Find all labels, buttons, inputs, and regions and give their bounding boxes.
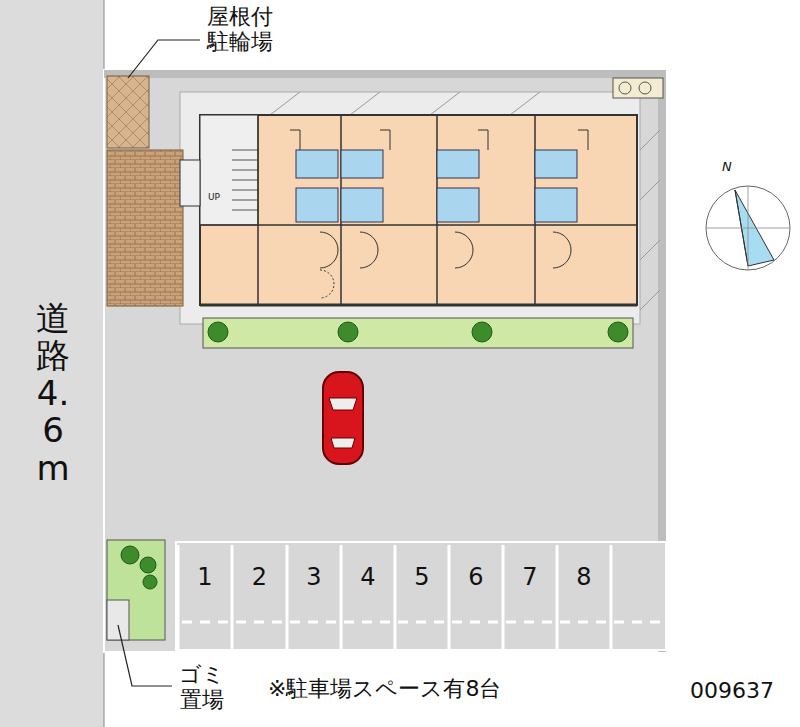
parking-stall: 6 bbox=[449, 550, 503, 604]
road-label: 道路4.6m bbox=[36, 300, 70, 487]
building bbox=[200, 115, 637, 305]
stall-number: 1 bbox=[197, 563, 212, 591]
svg-text:UP: UP bbox=[208, 192, 221, 202]
green-area bbox=[107, 540, 165, 640]
hedge bbox=[203, 318, 633, 348]
parking-stall: 2 bbox=[232, 550, 287, 604]
parking-stall: 5 bbox=[395, 550, 449, 604]
stall-number: 5 bbox=[414, 563, 429, 591]
parking-stall: 1 bbox=[178, 550, 232, 604]
parking-stall: 7 bbox=[503, 550, 557, 604]
road bbox=[0, 0, 104, 727]
callout-label: ゴミ 置場 bbox=[176, 662, 229, 713]
stall-number: 4 bbox=[360, 563, 375, 591]
stall-number: 3 bbox=[306, 563, 321, 591]
compass bbox=[706, 186, 790, 270]
caption: ※駐車場スペース有8台 bbox=[268, 676, 501, 701]
stall-number: 8 bbox=[576, 563, 591, 591]
parking-stall: 3 bbox=[287, 550, 341, 604]
north-mark: N bbox=[722, 160, 732, 175]
brick-path bbox=[107, 150, 183, 306]
parking-stall: 4 bbox=[341, 550, 395, 604]
stall-number: 2 bbox=[252, 563, 267, 591]
callout-label: 屋根付 駐輪場 bbox=[204, 4, 277, 55]
stall-number: 7 bbox=[522, 563, 537, 591]
parking-stall: 8 bbox=[557, 550, 611, 604]
site-ground bbox=[104, 70, 666, 652]
bicycle-parking bbox=[107, 76, 149, 148]
car bbox=[323, 372, 363, 464]
plan-number: 009637 bbox=[690, 678, 774, 703]
stall-number: 6 bbox=[468, 563, 483, 591]
